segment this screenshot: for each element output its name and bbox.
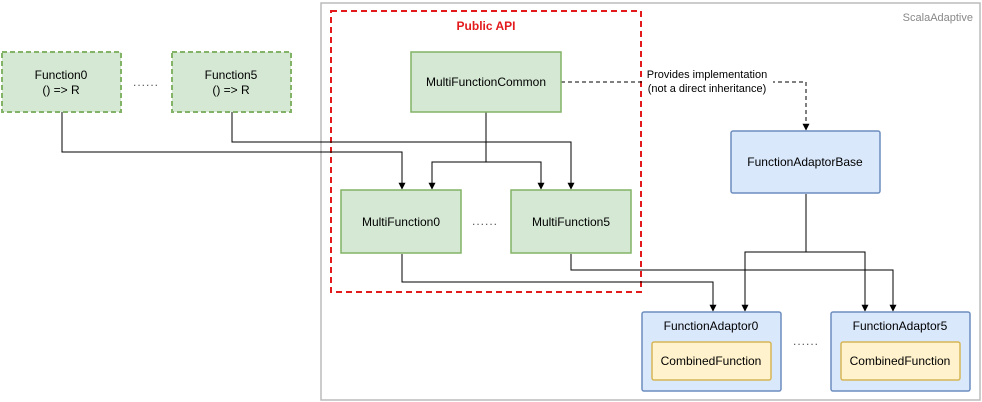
node-multi-function0[interactable]: MultiFunction0 bbox=[340, 189, 462, 254]
ellipsis-multifunctions: ...... bbox=[472, 214, 498, 228]
ellipsis-functions: ...... bbox=[133, 75, 159, 89]
edge-function5-to-multifunction5 bbox=[231, 112, 575, 190]
public-api-label: Public API bbox=[457, 19, 516, 33]
combined-function-0[interactable]: CombinedFunction bbox=[651, 341, 772, 381]
edge-common-to-adaptorbase bbox=[561, 81, 810, 131]
function5-label: Function5 bbox=[205, 68, 258, 82]
container-label: ScalaAdaptive bbox=[903, 12, 973, 24]
note-line2: (not a direct inheritance) bbox=[648, 83, 767, 95]
function0-signature: () => R bbox=[42, 83, 80, 97]
edge-function0-to-multifunction0 bbox=[61, 112, 406, 190]
edge-multifunction5-to-adaptor5 bbox=[570, 254, 897, 312]
node-function5[interactable]: Function5 () => R bbox=[171, 51, 292, 113]
combined-function-5-label: CombinedFunction bbox=[850, 354, 951, 368]
function5-signature: () => R bbox=[212, 83, 250, 97]
provides-implementation-note: Provides implementation (not a direct in… bbox=[643, 66, 773, 96]
multi-function5-label: MultiFunction5 bbox=[532, 215, 610, 229]
function-adaptor0-label: FunctionAdaptor0 bbox=[664, 319, 759, 333]
edge-common-to-multifunction5 bbox=[486, 161, 545, 190]
combined-function-5[interactable]: CombinedFunction bbox=[840, 341, 961, 381]
ellipsis-adaptors: ...... bbox=[793, 334, 819, 348]
connectors bbox=[61, 81, 897, 312]
edge-adaptorbase-to-adaptor5 bbox=[806, 251, 869, 312]
function-adaptor5-label: FunctionAdaptor5 bbox=[853, 319, 948, 333]
multi-function0-label: MultiFunction0 bbox=[362, 215, 440, 229]
edge-common-to-multifunction0 bbox=[428, 161, 486, 190]
node-function-adaptor5[interactable]: FunctionAdaptor5 CombinedFunction bbox=[830, 311, 971, 392]
node-multi-function5[interactable]: MultiFunction5 bbox=[510, 189, 632, 254]
node-function-adaptor-base[interactable]: FunctionAdaptorBase bbox=[730, 130, 881, 194]
edge-adaptorbase-to-adaptor0 bbox=[741, 251, 806, 312]
node-function0[interactable]: Function0 () => R bbox=[1, 51, 122, 113]
function0-label: Function0 bbox=[35, 68, 88, 82]
node-multi-function-common[interactable]: MultiFunctionCommon bbox=[410, 51, 562, 113]
note-line1: Provides implementation bbox=[647, 69, 767, 81]
multi-function-common-label: MultiFunctionCommon bbox=[426, 75, 546, 89]
node-function-adaptor0[interactable]: FunctionAdaptor0 CombinedFunction bbox=[641, 311, 782, 392]
edge-multifunction0-to-adaptor0 bbox=[401, 254, 717, 312]
function-adaptor-base-label: FunctionAdaptorBase bbox=[747, 155, 863, 169]
combined-function-0-label: CombinedFunction bbox=[661, 354, 762, 368]
